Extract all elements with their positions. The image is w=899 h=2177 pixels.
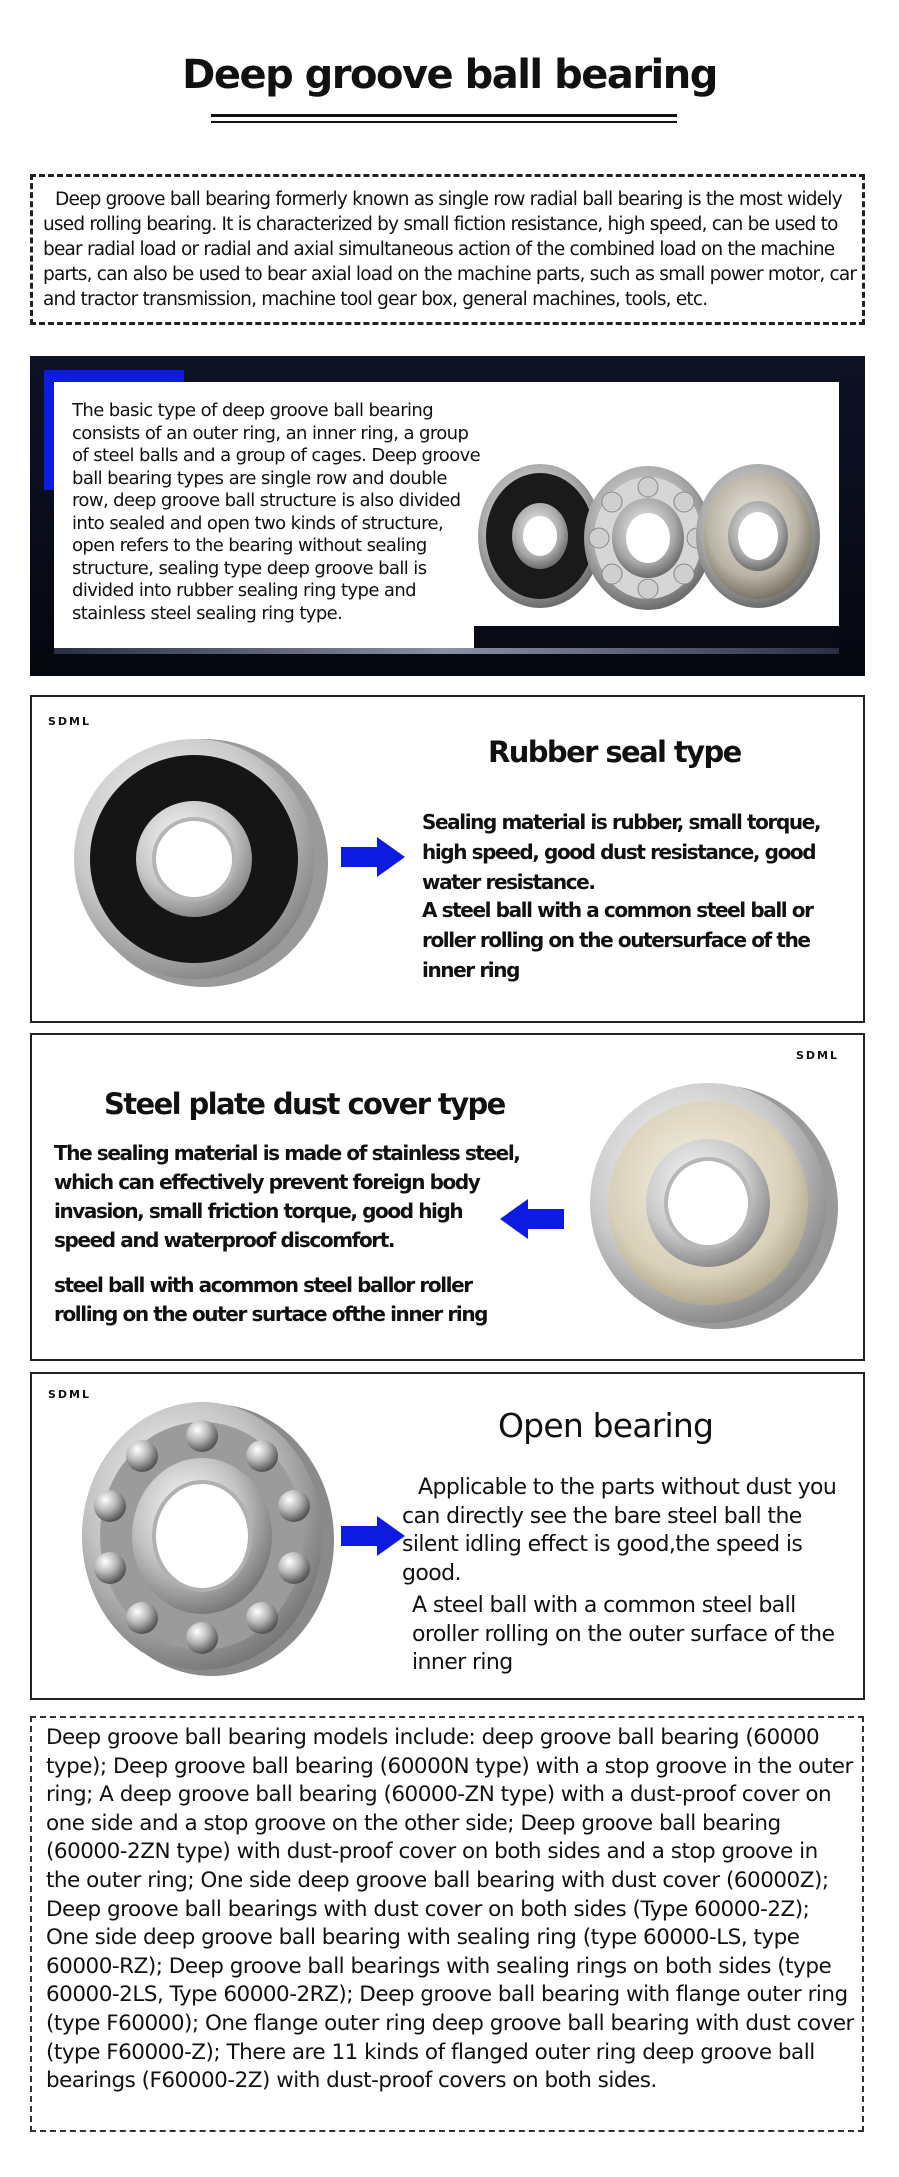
rubber-seal-title: Rubber seal type xyxy=(488,735,742,769)
rubber-seal-box: SDML Rubber seal type Sealing material i… xyxy=(30,695,865,1023)
structure-panel: The basic type of deep groove ball beari… xyxy=(30,356,865,676)
steel-plate-title: Steel plate dust cover type xyxy=(104,1087,506,1121)
open-bearing-box: SDML Open bearing Applicable to the part… xyxy=(30,1372,865,1700)
arrow-left-icon xyxy=(500,1199,564,1239)
title-underline xyxy=(211,114,677,117)
rubber-seal-bearing-image xyxy=(74,739,328,987)
open-bearing-title: Open bearing xyxy=(498,1406,714,1445)
brand-logo: SDML xyxy=(796,1049,840,1062)
three-bearings-image xyxy=(478,464,820,610)
accent-bar-top xyxy=(44,370,184,382)
steel-plate-ball-description: steel ball with acommon steel ballor rol… xyxy=(54,1273,489,1326)
models-box: Deep groove ball bearing models include:… xyxy=(30,1716,864,2132)
steel-plate-box: SDML Steel plate dust cover type The sea… xyxy=(30,1033,865,1361)
page-title: Deep groove ball bearing xyxy=(182,52,718,98)
rubber-seal-description: Sealing material is rubber, small torque… xyxy=(422,810,821,894)
steel-plate-description: The sealing material is made of stainles… xyxy=(54,1141,521,1252)
silver-strip xyxy=(54,648,839,654)
intro-box: Deep groove ball bearing formerly known … xyxy=(30,174,865,325)
models-text: Deep groove ball bearing models include:… xyxy=(46,1725,854,2094)
structure-text: The basic type of deep groove ball beari… xyxy=(72,400,481,624)
open-bearing-description: Applicable to the parts without dust you… xyxy=(402,1475,837,1586)
arrow-right-icon xyxy=(341,1516,405,1556)
brand-logo: SDML xyxy=(48,1388,92,1401)
open-bearing-ball-description: A steel ball with a common steel ball or… xyxy=(412,1593,835,1675)
steel-plate-bearing-image xyxy=(590,1083,838,1329)
accent-bar-left xyxy=(44,370,56,490)
arrow-right-icon xyxy=(341,837,405,877)
title-underline-secondary xyxy=(211,121,677,123)
intro-text: Deep groove ball bearing formerly known … xyxy=(43,189,857,310)
card-notch xyxy=(474,626,839,648)
open-bearing-image xyxy=(82,1402,334,1676)
brand-logo: SDML xyxy=(48,715,92,728)
rubber-seal-ball-description: A steel ball with a common steel ball or… xyxy=(422,898,814,982)
